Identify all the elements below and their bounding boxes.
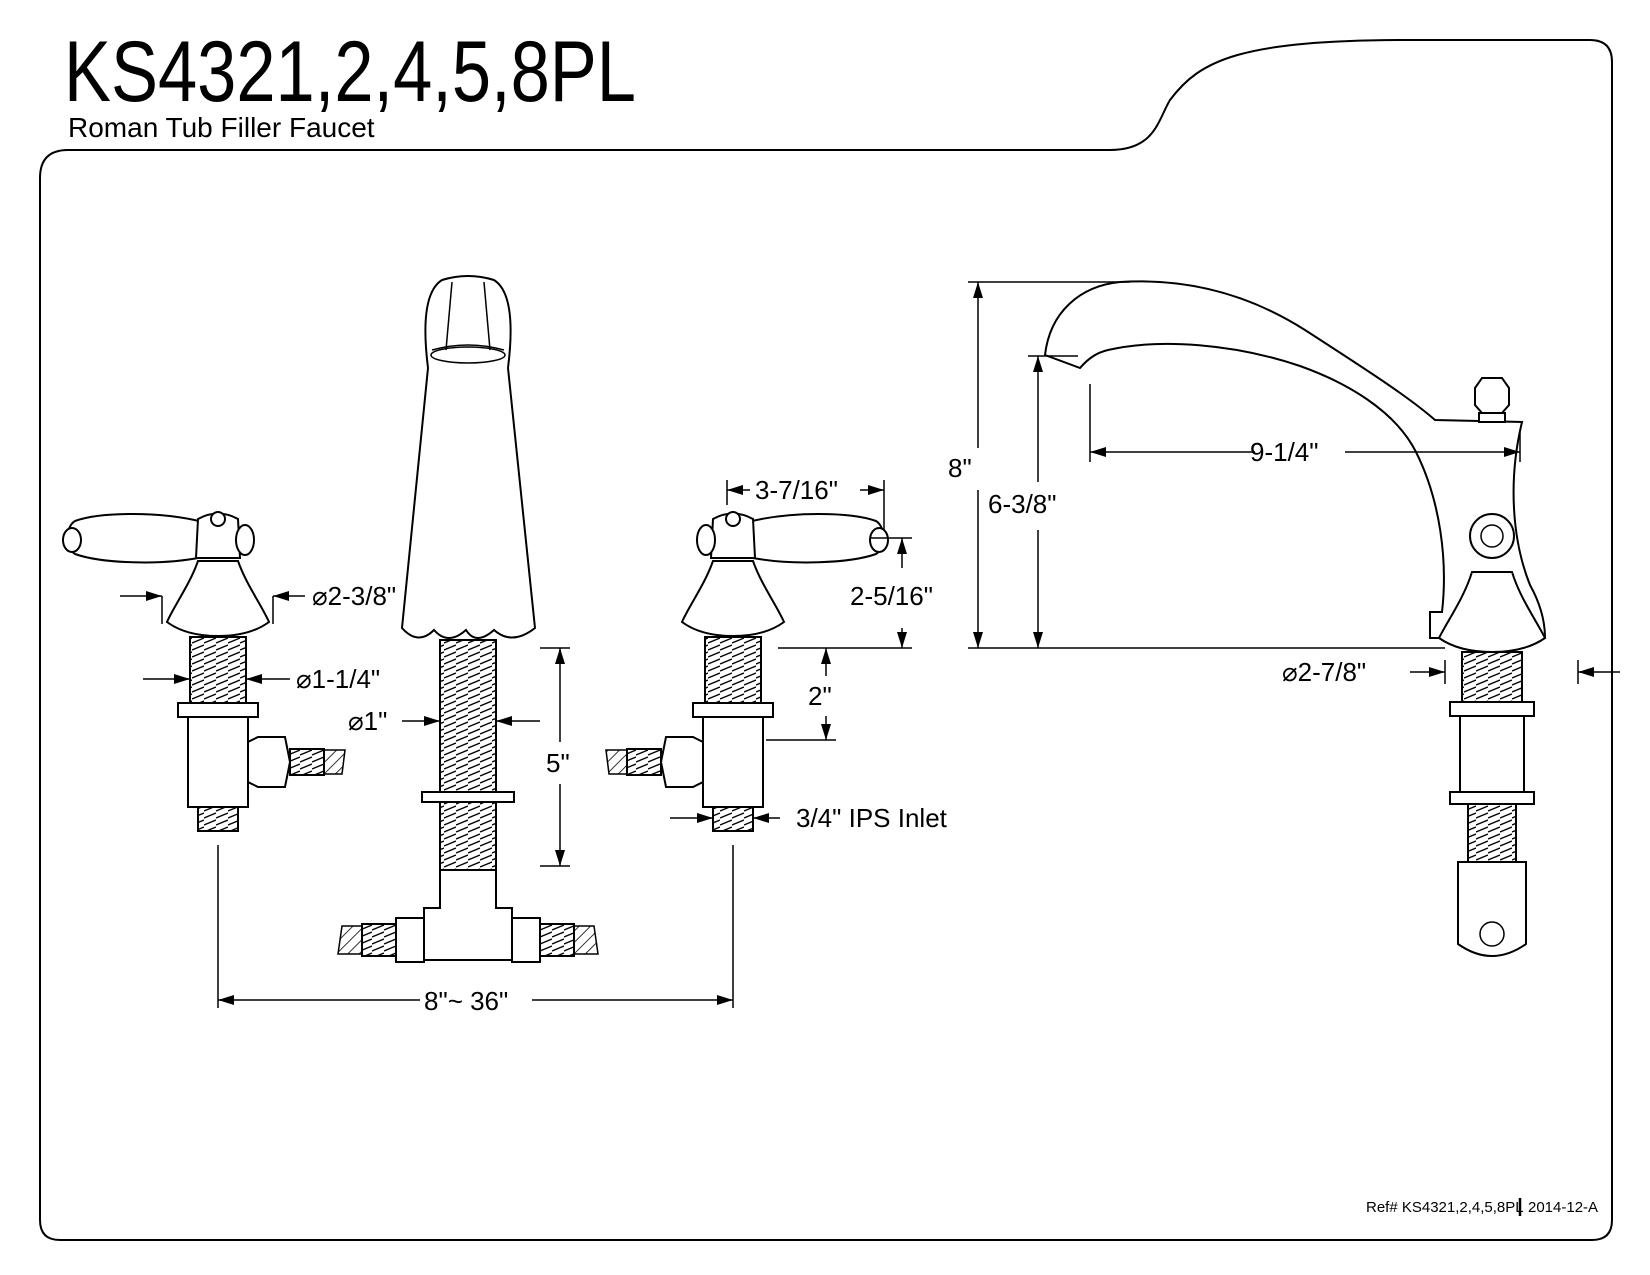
dimension-arrows: [146, 282, 1594, 1005]
dim-center-spread: 8"~ 36": [424, 986, 508, 1016]
supply-hose: [605, 749, 628, 775]
footer-revision: 2014-12-A: [1528, 1199, 1598, 1216]
right-handle-valve: [605, 511, 889, 832]
spout-shank: [439, 639, 497, 793]
dim-handle-shank-dia: ⌀1-1/4": [296, 664, 380, 694]
dim-spout-base-dia: ⌀2-7/8": [1282, 657, 1366, 687]
dim-spout-reach: 9-1/4": [1250, 437, 1319, 467]
spout-side-view: [1043, 280, 1547, 957]
lever-handle: [62, 511, 255, 564]
dim-handle-flange-dia: ⌀2-3/8": [312, 581, 396, 611]
dim-spout-shank-length: 5": [546, 748, 570, 778]
dim-handle-spread: 3-7/16": [755, 475, 838, 505]
dim-inlet: 3/4" IPS Inlet: [796, 803, 948, 833]
dim-total-height: 8": [948, 453, 972, 483]
left-handle-valve: [62, 511, 346, 832]
dim-handle-height: 2-5/16": [850, 581, 933, 611]
dim-handle-shank-length: 2": [808, 681, 832, 711]
drawing-frame: [39, 39, 1613, 1241]
flange: [165, 560, 271, 638]
supply-hose: [323, 749, 346, 775]
spout-body: [400, 275, 537, 639]
spout-front-view: [337, 275, 599, 963]
dim-spout-shank-dia: ⌀1": [348, 706, 387, 736]
lever-handle: [696, 511, 889, 564]
model-number-title: KS4321,2,4,5,8PL: [64, 24, 636, 120]
product-subtitle: Roman Tub Filler Faucet: [68, 112, 375, 143]
flange: [680, 560, 786, 638]
inlet-thread: [197, 806, 239, 832]
threaded-shank: [704, 636, 762, 704]
inlet-thread: [712, 806, 754, 832]
dim-spout-clearance: 6-3/8": [988, 489, 1057, 519]
footer-reference: Ref# KS4321,2,4,5,8PL: [1366, 1199, 1524, 1216]
threaded-shank: [189, 636, 247, 704]
